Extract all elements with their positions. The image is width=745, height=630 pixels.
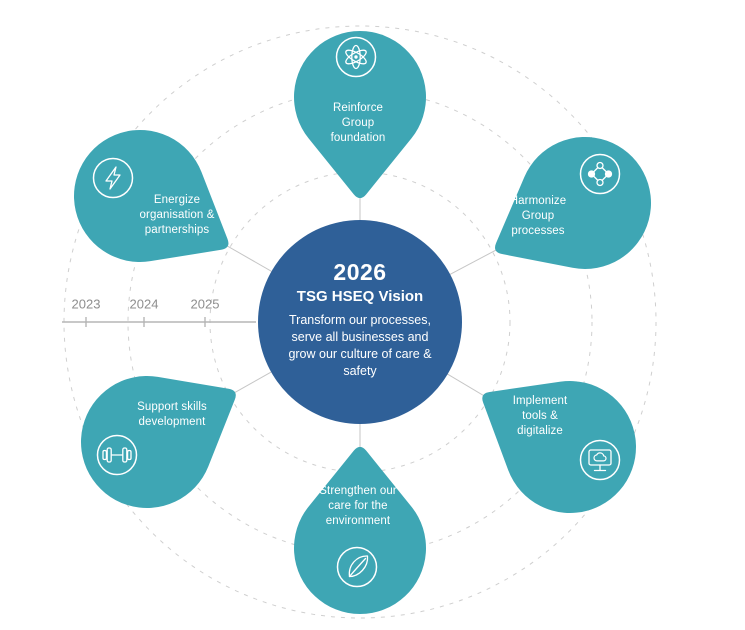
petal-shape-skills (80, 376, 236, 508)
petal-label-harmonize: Harmonize Group processes (509, 195, 567, 238)
vision-description: Transform our processes, serve all busin… (288, 312, 432, 378)
timeline-year-2024: 2024 (129, 296, 159, 312)
lightning-icon (92, 157, 134, 199)
icon-ring (335, 36, 377, 78)
timeline-year-2025: 2025 (190, 296, 220, 312)
center-circle-text: 2026 TSG HSEQ Vision Transform our proce… (262, 259, 458, 380)
icon-ring (579, 439, 621, 481)
icon-ring (336, 546, 378, 588)
petal-label-implement: Implement tools & digitalize (512, 395, 568, 438)
petal-shape-environment (293, 446, 426, 615)
monitor-cloud-icon (579, 439, 621, 481)
petal-label-reinforce: Reinforce Group foundation (330, 102, 386, 145)
petal-label-skills: Support skills development (137, 400, 207, 428)
icon-ring (92, 157, 134, 199)
timeline-year-2023: 2023 (71, 296, 101, 312)
petal-shape-harmonize (495, 137, 651, 269)
molecule-icon (579, 153, 621, 195)
dumbbell-icon (96, 434, 138, 476)
icon-ring (579, 153, 621, 195)
petal-label-environment: Strengthen our care for the environment (319, 485, 397, 528)
leaf-icon (336, 546, 378, 588)
petal-shape-energize (74, 130, 229, 262)
vision-title: TSG HSEQ Vision (296, 287, 424, 305)
timeline-axis (62, 317, 256, 327)
orbit-ring-outer (63, 25, 657, 619)
center-circle (258, 220, 462, 424)
petal-shape-reinforce (294, 30, 427, 199)
vision-year: 2026 (333, 258, 387, 285)
atom-icon (335, 36, 377, 78)
icon-ring (96, 434, 138, 476)
petal-label-energize: Energize organisation & partnerships (139, 194, 215, 237)
